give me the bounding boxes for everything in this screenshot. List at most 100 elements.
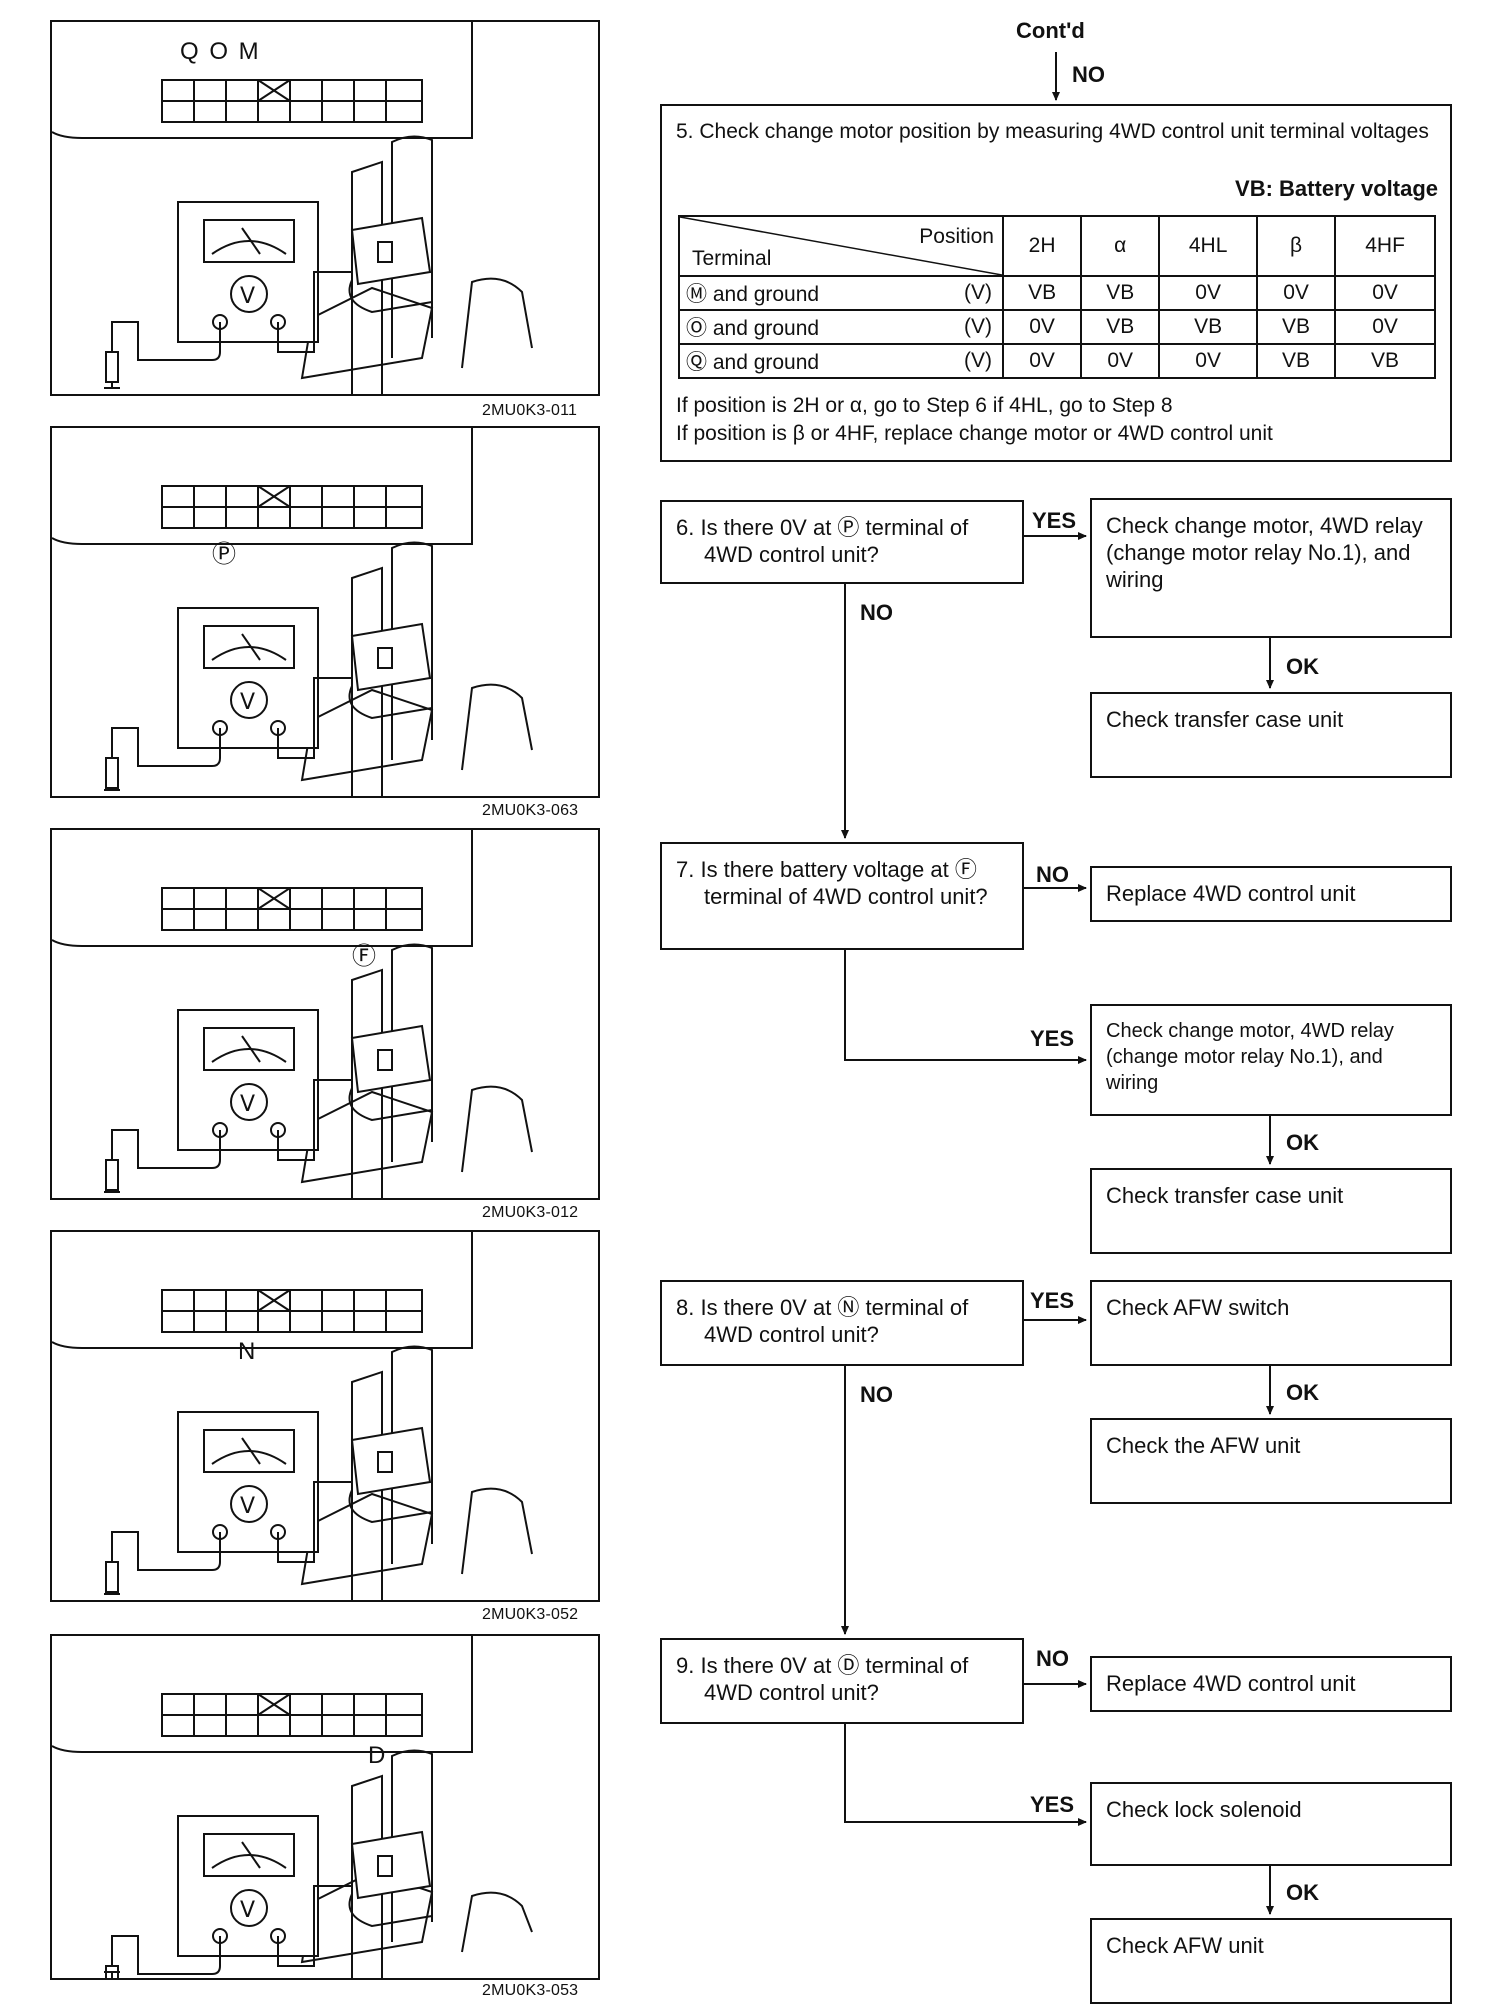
table-column-header: 4HF xyxy=(1334,215,1436,277)
illustration-caption: 2MU0K3-053 xyxy=(482,1982,579,1999)
step7-yes-action: Check change motor, 4WD relay (change mo… xyxy=(1106,1020,1394,1094)
table-cell: VB xyxy=(1255,309,1337,345)
step6-ok-action-box: Check transfer case unit xyxy=(1090,692,1452,778)
step8-no-label: NO xyxy=(860,1382,893,1407)
step7-question: 7. Is there battery voltage at Ⓕ termina… xyxy=(676,857,988,909)
continued-label: Cont'd xyxy=(1016,18,1085,43)
table-row: Ⓜ and ground(V) VB VB 0V 0V 0V xyxy=(678,275,1436,311)
illustration-drawing: V xyxy=(52,22,533,394)
step5-title: 5. Check change motor position by measur… xyxy=(676,120,1429,143)
multimeter-illustration: V N xyxy=(50,1230,600,1602)
step6-question: 6. Is there 0V at Ⓟ terminal of 4WD cont… xyxy=(676,515,969,567)
step9-ok-action-box: Check AFW unit xyxy=(1090,1918,1452,2004)
step8-question-box: 8. Is there 0V at Ⓝ terminal of 4WD cont… xyxy=(660,1280,1024,1366)
illustration-drawing: V xyxy=(52,1636,533,1978)
multimeter-illustration: V Ⓟ xyxy=(50,426,600,798)
row-terminal: Ⓜ and ground xyxy=(686,283,820,306)
step8-yes-action: Check AFW switch xyxy=(1106,1295,1290,1320)
illustration-drawing: V xyxy=(52,830,533,1198)
multimeter-illustration: V D xyxy=(50,1634,600,1980)
step7-ok-action: Check transfer case unit xyxy=(1106,1183,1344,1208)
step7-ok-label: OK xyxy=(1286,1130,1319,1155)
step8-question: 8. Is there 0V at Ⓝ terminal of 4WD cont… xyxy=(676,1295,969,1347)
svg-text:V: V xyxy=(240,1092,255,1117)
step9-yes-action-box: Check lock solenoid xyxy=(1090,1782,1452,1866)
battery-voltage-note: VB: Battery voltage xyxy=(1235,176,1438,201)
table-cell: 0V xyxy=(1255,275,1337,311)
step8-yes-action-box: Check AFW switch xyxy=(1090,1280,1452,1366)
step7-no-action: Replace 4WD control unit xyxy=(1106,881,1356,906)
step6-no-label: NO xyxy=(860,600,893,625)
table-header-terminal: Terminal xyxy=(692,247,772,270)
table-cell: VB xyxy=(1001,275,1083,311)
table-cell: VB xyxy=(1158,309,1258,345)
table-column-header: α xyxy=(1080,215,1161,277)
table-cell: 0V xyxy=(1334,309,1436,345)
table-column-header: β xyxy=(1255,215,1337,277)
flow-no-label-top: NO xyxy=(1072,62,1105,87)
terminal-label: Ⓕ xyxy=(352,943,376,970)
table-cell: 0V xyxy=(1080,343,1161,379)
step7-question-box: 7. Is there battery voltage at Ⓕ termina… xyxy=(660,842,1024,950)
step9-question-box: 9. Is there 0V at Ⓓ terminal of 4WD cont… xyxy=(660,1638,1024,1724)
step5-note-2: If position is β or 4HF, replace change … xyxy=(676,422,1273,445)
terminal-voltage-table: Position Terminal 2H α 4HL β 4HF Ⓜ and g… xyxy=(678,215,1436,379)
terminal-letters: Q O M xyxy=(180,38,261,65)
illustration-caption: 2MU0K3-011 xyxy=(482,402,578,419)
table-cell: VB xyxy=(1080,309,1161,345)
row-terminal: Ⓞ and ground xyxy=(686,317,820,340)
row-unit: (V) xyxy=(964,349,992,372)
table-cell: 0V xyxy=(1158,275,1258,311)
illustration-drawing: V xyxy=(52,1232,533,1600)
step6-yes-label: YES xyxy=(1032,508,1077,533)
step7-no-label: NO xyxy=(1036,862,1069,887)
step6-yes-action: Check change motor, 4WD relay (change mo… xyxy=(1106,513,1423,592)
terminal-label: N xyxy=(238,1338,256,1365)
step9-yes-label: YES xyxy=(1030,1792,1075,1817)
step8-yes-label: YES xyxy=(1030,1288,1075,1313)
step5-note-1: If position is 2H or α, go to Step 6 if … xyxy=(676,394,1173,417)
illustration-caption: 2MU0K3-063 xyxy=(482,802,579,819)
step8-ok-action-box: Check the AFW unit xyxy=(1090,1418,1452,1504)
table-cell: VB xyxy=(1334,343,1436,379)
svg-text:V: V xyxy=(240,1898,255,1923)
table-cell: 0V xyxy=(1158,343,1258,379)
table-column-header: 4HL xyxy=(1158,215,1258,277)
table-cell: 0V xyxy=(1001,309,1083,345)
table-cell: 0V xyxy=(1334,275,1436,311)
step7-yes-label: YES xyxy=(1030,1026,1075,1051)
multimeter-illustration: V Ⓕ xyxy=(50,828,600,1200)
illustration-drawing: V xyxy=(52,428,533,796)
step6-ok-action: Check transfer case unit xyxy=(1106,707,1344,732)
terminal-label: D xyxy=(368,1742,386,1769)
step9-ok-action: Check AFW unit xyxy=(1106,1933,1264,1958)
step7-yes-action-box: Check change motor, 4WD relay (change mo… xyxy=(1090,1004,1452,1116)
step6-yes-action-box: Check change motor, 4WD relay (change mo… xyxy=(1090,498,1452,638)
step9-no-action: Replace 4WD control unit xyxy=(1106,1671,1356,1696)
table-cell: 0V xyxy=(1001,343,1083,379)
step6-ok-label: OK xyxy=(1286,654,1319,679)
step5-box: 5. Check change motor position by measur… xyxy=(660,104,1452,462)
svg-text:V: V xyxy=(240,1494,255,1519)
svg-text:V: V xyxy=(240,690,255,715)
step9-no-action-box: Replace 4WD control unit xyxy=(1090,1656,1452,1712)
table-row: Ⓞ and ground(V) 0V VB VB VB 0V xyxy=(678,309,1436,345)
svg-text:V: V xyxy=(240,284,255,309)
multimeter-illustration: V Q O M xyxy=(50,20,600,396)
step8-ok-action: Check the AFW unit xyxy=(1106,1433,1301,1458)
table-cell: VB xyxy=(1255,343,1337,379)
table-header-diagonal-cell: Position Terminal xyxy=(678,215,1004,277)
table-row: Ⓠ and ground (V) 0V 0V 0V VB VB xyxy=(678,343,1436,379)
table-header-position: Position xyxy=(919,225,994,248)
terminal-label: Ⓟ xyxy=(212,541,236,568)
illustration-caption: 2MU0K3-052 xyxy=(482,1606,579,1623)
row-terminal: Ⓠ and ground xyxy=(686,351,820,374)
table-cell: VB xyxy=(1080,275,1161,311)
table-column-header: 2H xyxy=(1001,215,1083,277)
illustration-caption: 2MU0K3-012 xyxy=(482,1204,579,1221)
step9-question: 9. Is there 0V at Ⓓ terminal of 4WD cont… xyxy=(676,1653,969,1705)
step9-ok-label: OK xyxy=(1286,1880,1319,1905)
step8-ok-label: OK xyxy=(1286,1380,1319,1405)
step9-yes-action: Check lock solenoid xyxy=(1106,1797,1302,1822)
step7-ok-action-box: Check transfer case unit xyxy=(1090,1168,1452,1254)
